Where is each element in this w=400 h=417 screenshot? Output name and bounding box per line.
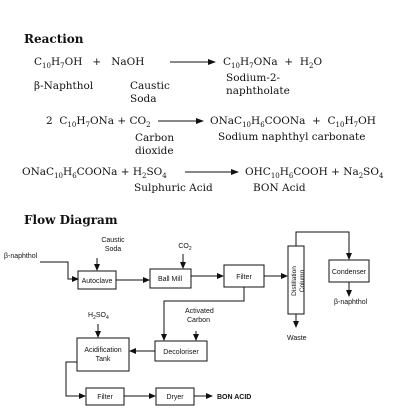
reaction-heading: Reaction [24,32,84,46]
eq1-label-caustic: Caustic Soda [130,80,170,105]
eq1-label-naphthol: β-Naphthol [34,80,94,92]
eq2-label-carbonate: Sodium naphthyl carbonate [218,131,366,143]
naphthol-feed-line [40,261,79,282]
ball-mill-label: Ball Mill [158,276,183,283]
dryer-label: Dryer [166,394,184,401]
filter2-label: Filter [97,394,113,401]
condenser-label: Condenser [332,269,367,276]
distillation-to-condenser-line [295,231,352,260]
flow-heading: Flow Diagram [24,213,118,227]
eq1-label-naphtholate: Sodium-2-naphtholate [226,72,290,97]
reaction-arrows [158,59,239,175]
filter1-label: Filter [236,274,252,281]
autoclave-label: Autoclave [82,278,113,285]
eq1-left: C10H7OH + NaOH [34,56,145,71]
eq3-left: ONaC10H6COONa + H2SO4 [22,166,167,181]
eq1-right: C10H7ONa + H2O [223,56,323,71]
decoloriser-label: Decoloriser [163,349,199,356]
eq3-label-h2so4: Sulphuric Acid [134,182,213,194]
distillation-label: DistillationColumn [291,266,306,296]
naphthol-input-label: β-naphthol [4,253,38,260]
bon-acid-output-label: BON ACID [217,394,251,401]
h2so4-input-label: H2SO4 [88,312,109,321]
ball-mill-box [149,268,192,289]
eq2-right: ONaC10H6COONa + C10H7OH [210,115,376,130]
waste-output-label: Waste [287,335,307,342]
tank-to-filter2-line [65,361,86,399]
eq2-left: 2 C10H7ONa + CO2 [46,115,151,130]
co2-input-label: CO2 [178,243,192,252]
eq3-label-bon: BON Acid [253,182,306,194]
eq2-label-co2: Carbon dioxide [135,132,175,157]
acidification-box [76,337,130,372]
eq3-right: OHC10H6COOH + Na2SO4 [245,166,384,181]
naphthol-output-label: β-naphthol [334,299,368,306]
filter-to-decoloriser-line [161,287,245,341]
